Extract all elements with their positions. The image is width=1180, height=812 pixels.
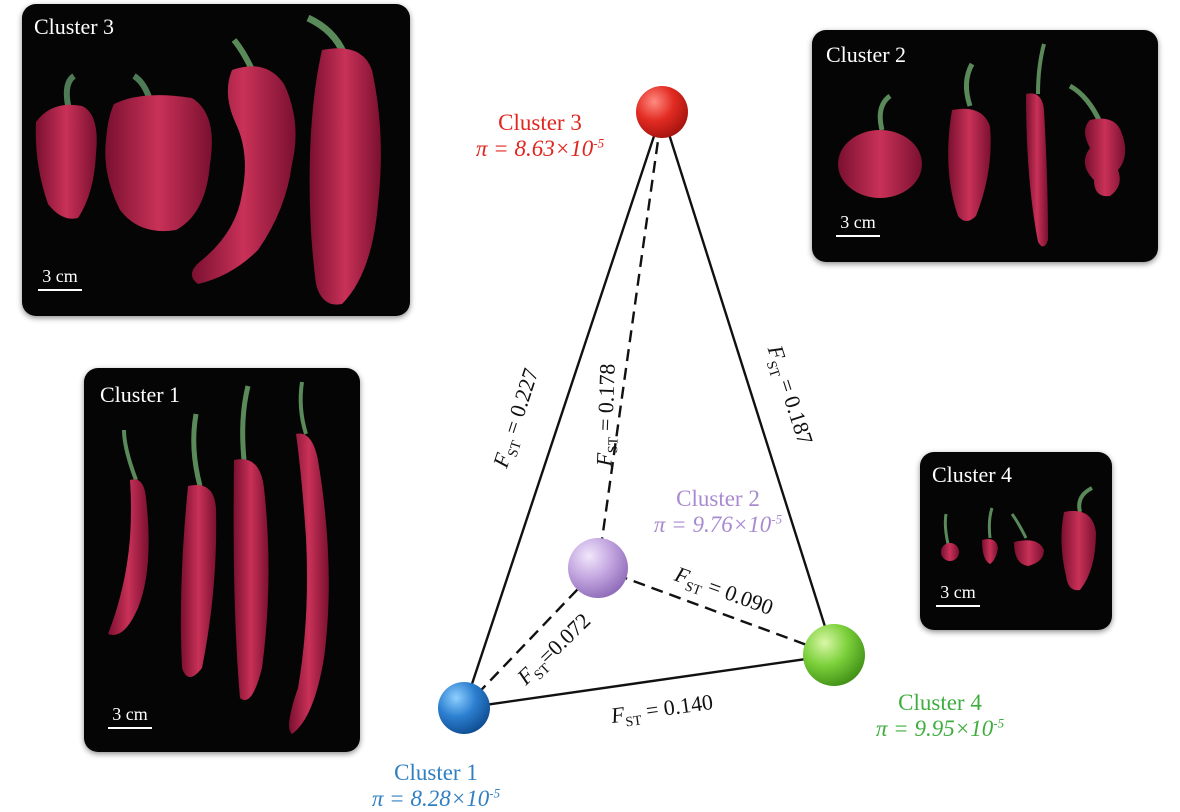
cluster-2-node-label: Cluster 2 π = 9.76×10-5 <box>618 486 818 538</box>
cluster-3-panel-title: Cluster 3 <box>34 14 115 39</box>
cluster-3-node-label: Cluster 3 π = 8.63×10-5 <box>440 110 640 162</box>
cluster-3-photo-panel: Cluster 3 3 cm <box>22 4 410 316</box>
cluster-4-photo-panel: Cluster 4 3 cm <box>920 452 1112 630</box>
edge-c2-c4 <box>597 566 835 657</box>
cluster-2-scale-bar: 3 cm <box>836 212 880 237</box>
cluster-2-panel-title: Cluster 2 <box>826 42 907 67</box>
diversity-value: π = 8.63×10-5 <box>475 135 605 161</box>
edge-c1-c3 <box>462 111 664 709</box>
cluster-3-peppers-image <box>35 14 381 305</box>
cluster-3-node <box>636 86 688 138</box>
cluster-1-node-label: Cluster 1 π = 8.28×10-5 <box>336 760 536 812</box>
scale-label: 3 cm <box>112 704 148 724</box>
cluster-4-node <box>803 624 865 686</box>
scale-line <box>108 727 152 729</box>
edge-c1-c2 <box>463 567 599 709</box>
scale-label: 3 cm <box>42 266 78 286</box>
cluster-1-photo-panel: Cluster 1 3 cm <box>84 368 360 752</box>
diversity-value: π = 8.28×10-5 <box>371 785 501 811</box>
scale-line <box>836 235 880 237</box>
cluster-name: Cluster 4 <box>898 690 982 715</box>
edge-c2-c3 <box>596 111 664 569</box>
diversity-value: π = 9.76×10-5 <box>653 511 783 537</box>
cluster-4-peppers-image <box>941 486 1096 591</box>
fst-label-c2-c3: FST = 0.178 <box>591 363 622 467</box>
cluster-1-panel-title: Cluster 1 <box>100 382 181 407</box>
cluster-name: Cluster 3 <box>498 110 582 135</box>
cluster-3-scale-bar: 3 cm <box>38 266 82 291</box>
edge-c1-c4 <box>463 653 835 710</box>
cluster-4-panel-title: Cluster 4 <box>932 462 1013 487</box>
cluster-4-scale-bar: 3 cm <box>936 582 980 607</box>
cluster-4-node-label: Cluster 4 π = 9.95×10-5 <box>840 690 1040 742</box>
scale-label: 3 cm <box>840 212 876 232</box>
cluster-2-peppers-image <box>838 43 1126 247</box>
cluster-1-node <box>438 682 490 734</box>
cluster-name: Cluster 1 <box>394 760 478 785</box>
cluster-1-scale-bar: 3 cm <box>108 704 152 729</box>
cluster-2-photo-panel: Cluster 2 3 cm <box>812 30 1158 262</box>
diversity-value: π = 9.95×10-5 <box>875 715 1005 741</box>
cluster-2-node <box>568 538 628 598</box>
scale-label: 3 cm <box>940 582 976 602</box>
edge-c3-c4 <box>660 111 836 656</box>
scale-line <box>936 605 980 607</box>
cluster-name: Cluster 2 <box>676 486 760 511</box>
cluster-1-peppers-image <box>108 381 329 734</box>
scale-line <box>38 289 82 291</box>
